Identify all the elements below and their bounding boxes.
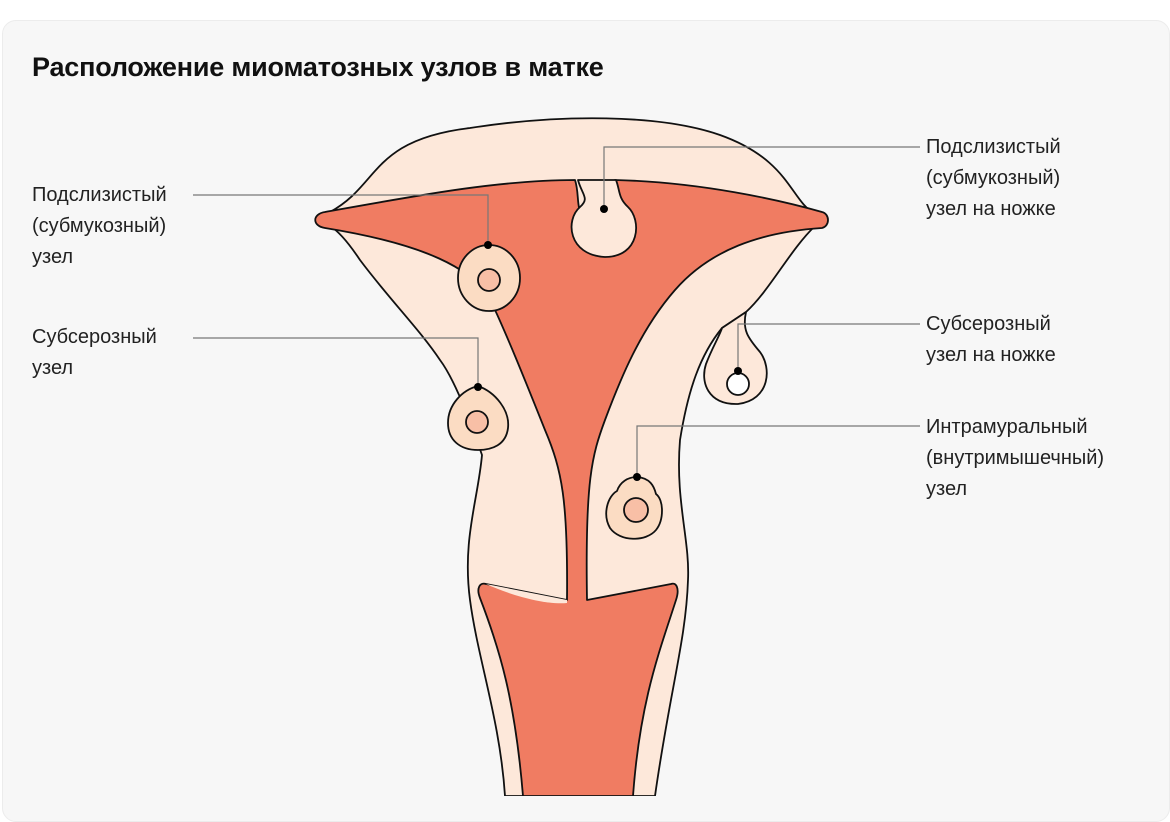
pointer-dot (474, 383, 482, 391)
label-line: узел на ножке (926, 198, 1056, 220)
leader-lines (193, 146, 920, 477)
page-title: Расположение миоматозных узлов в матке (32, 52, 604, 82)
pointer-dot (484, 241, 492, 249)
label-submucous-pedunculated: Подслизистый (субмукозный) узел на ножке (926, 132, 1061, 225)
label-intramural: Интрамуральный (внутримышечный) узел (926, 412, 1104, 505)
pointer-dot (600, 205, 608, 213)
pointer-dot (734, 367, 742, 375)
label-line: Субсерозный (32, 326, 157, 348)
label-line: узел (926, 478, 968, 500)
label-line: Подслизистый (926, 136, 1061, 158)
label-line: Подслизистый (32, 184, 167, 206)
label-line: узел (32, 357, 74, 379)
label-line: (внутримышечный) (926, 447, 1105, 469)
label-line: Интрамуральный (926, 416, 1088, 438)
label-line: узел на ножке (926, 344, 1056, 366)
label-line: (субмукозный) (32, 215, 167, 237)
label-line: (субмукозный) (926, 167, 1061, 189)
label-line: узел (32, 246, 74, 268)
label-line: Субсерозный (926, 313, 1051, 335)
subserous-pedunculated-node (703, 311, 768, 405)
label-subserous-pedunculated: Субсерозный узел на ножке (926, 309, 1056, 371)
pointer-dot (633, 473, 641, 481)
submucous-pedunculated-node (570, 179, 637, 258)
uterus-diagram (193, 117, 920, 796)
label-subserous: Субсерозный узел (32, 322, 157, 384)
label-submucous: Подслизистый (субмукозный) узел (32, 180, 167, 273)
